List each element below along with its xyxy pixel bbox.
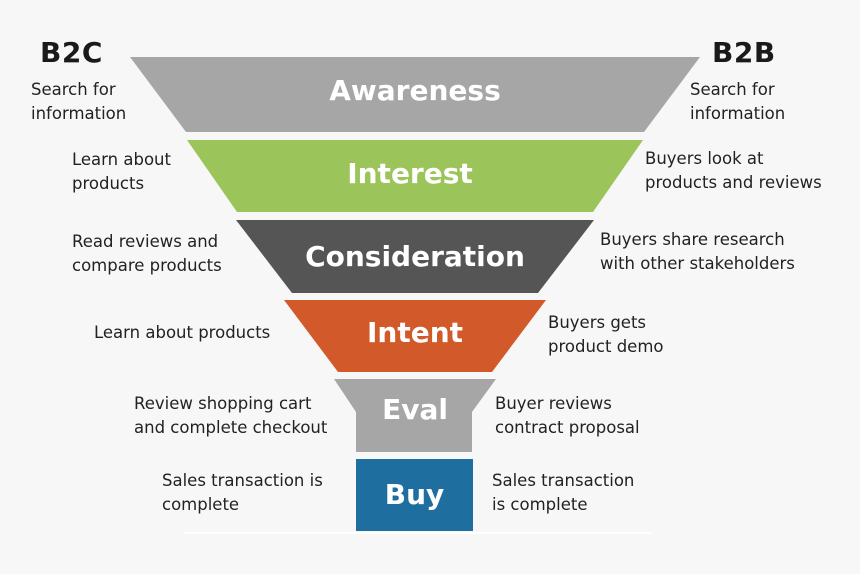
funnel-stage-buy: [356, 459, 473, 531]
b2c-heading: B2C: [40, 36, 103, 69]
b2b-note-awareness: Search for information: [690, 80, 786, 123]
stage-label-intent: Intent: [366, 316, 464, 349]
stage-label-consideration: Consideration: [305, 240, 525, 273]
b2b-note-intent: Buyers gets product demo: [548, 313, 664, 356]
stage-label-interest: Interest: [347, 157, 473, 190]
b2c-note-awareness: Search for information: [31, 80, 127, 123]
b2c-note-eval: Review shopping cart and complete checko…: [134, 394, 328, 437]
funnel-stage-awareness: [130, 57, 700, 132]
stage-label-buy: Buy: [384, 478, 445, 511]
b2b-note-eval: Buyer reviews contract proposal: [495, 394, 640, 437]
b2b-note-consideration: Buyers share research with other stakeho…: [600, 230, 795, 273]
funnel-stage-intent: [284, 300, 546, 372]
b2c-note-interest: Learn about products: [72, 150, 171, 193]
funnel-stage-eval: [334, 379, 496, 452]
b2c-note-buy: Sales transaction is complete: [162, 471, 323, 514]
b2b-heading: B2B: [712, 36, 776, 69]
stage-label-awareness: Awareness: [329, 74, 501, 107]
b2c-note-intent: Learn about products: [94, 323, 271, 342]
stage-label-eval: Eval: [382, 393, 448, 426]
b2b-note-interest: Buyers look at products and reviews: [645, 149, 822, 192]
funnel-stage-interest: [187, 140, 643, 212]
b2b-note-buy: Sales transaction is complete: [492, 471, 635, 514]
b2c-note-consideration: Read reviews and compare products: [72, 232, 222, 275]
funnel-stage-consideration: [236, 220, 594, 293]
